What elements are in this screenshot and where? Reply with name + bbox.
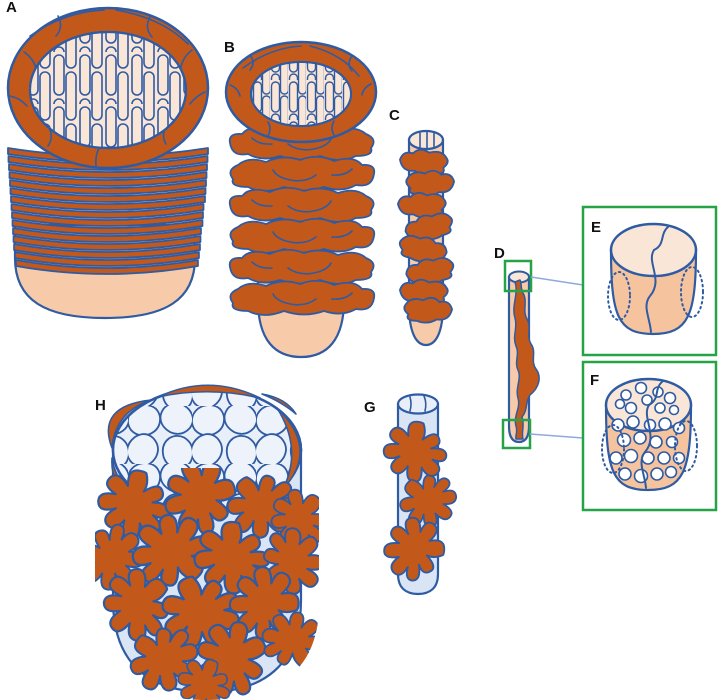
panel-e-inset [581,205,718,357]
panel-label-b: B [224,39,235,56]
inset-f-side-opening-left [601,424,625,474]
airway-a-rim [6,6,210,170]
panel-label-g: G [364,399,376,416]
inset-marker-top [503,259,533,293]
panel-d-terminal-airway [501,259,584,450]
sac-h-stellate-cells [95,468,319,700]
airway-c-lumen [407,129,445,151]
connector-line-bottom [529,433,584,439]
panel-label-e: E [591,219,602,236]
panel-label-a: A [6,0,17,16]
inset-box-e [581,205,718,357]
panel-label-h: H [95,397,106,414]
airway-a-epithelium [30,32,186,148]
panel-label-f: F [590,372,600,389]
panel-b-medium-airway [224,40,378,359]
panel-h-alveolar-sac [95,384,319,700]
inset-box-f [581,360,718,512]
panel-label-c: C [389,107,400,124]
panel-label-d: D [494,245,505,262]
inset-f-side-opening-right [674,420,698,472]
airway-b-epithelium [251,62,351,126]
airway-d-muscle-strand [513,279,540,440]
duct-g-lumen [396,393,440,415]
inset-f-alveolar-openings [609,381,686,484]
airway-b-muscle-bands [228,124,376,316]
airway-b-rim [224,40,378,144]
panel-g-alveolar-duct [376,393,469,596]
duct-g-stellate-cells [376,413,469,587]
panel-f-inset [581,360,718,512]
panel-a-large-airway [6,6,210,320]
panel-c-small-airway [0,0,457,347]
inset-e-side-opening-right [680,266,704,318]
inset-e-side-opening-left [607,271,631,321]
connector-line-top [530,276,584,286]
